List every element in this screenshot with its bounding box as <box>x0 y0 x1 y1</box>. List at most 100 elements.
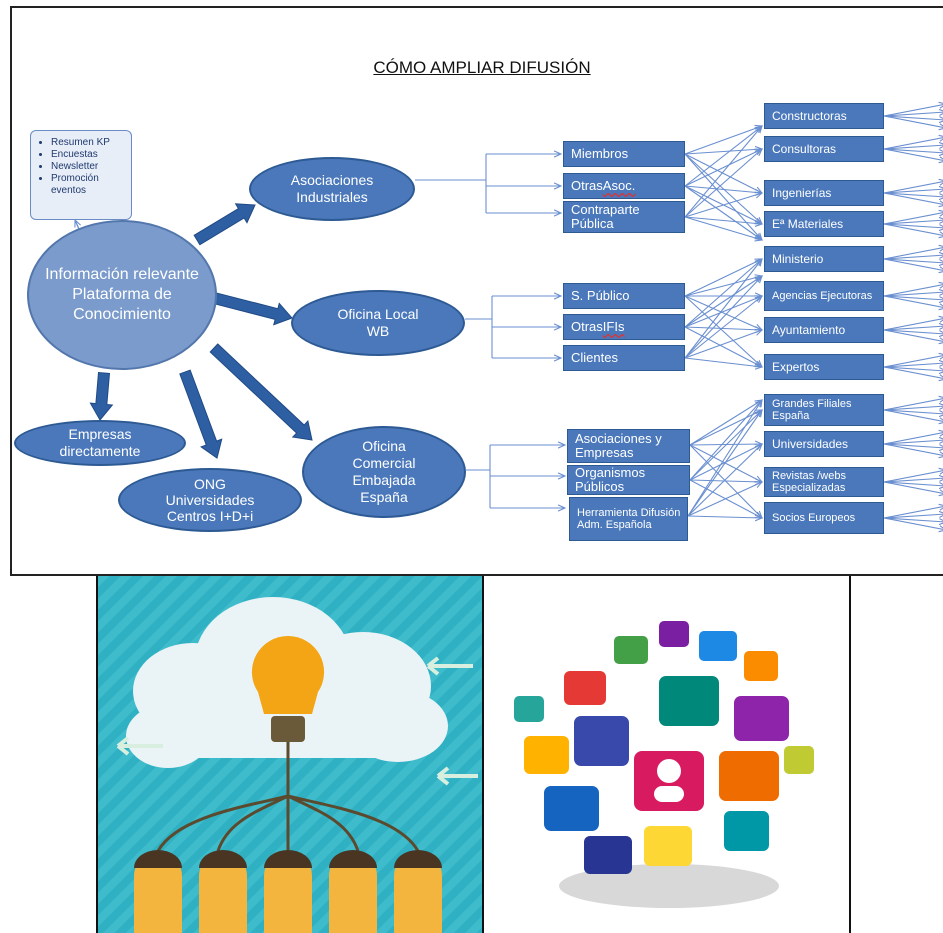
label-part: Otras <box>571 178 603 193</box>
target-universidades: Universidades <box>764 431 884 457</box>
outgoing-arrows-1 <box>883 148 943 153</box>
arrow-to-empresas <box>89 371 114 421</box>
outgoing-arrows-6 <box>883 326 943 331</box>
fan-group-1 <box>684 185 762 193</box>
hub-ong: ONG Universidades Centros I+D+i <box>118 468 302 532</box>
outgoing-arrows-9 <box>883 440 943 445</box>
fan-group-1 <box>684 216 762 240</box>
outgoing-arrows-6 <box>883 329 943 342</box>
label-part: Otras <box>571 319 603 334</box>
outgoing-arrows-0 <box>883 104 943 117</box>
fan-group-1 <box>684 153 762 240</box>
outgoing-arrows-10 <box>883 478 943 483</box>
fan-group-2 <box>684 276 762 328</box>
fan-group-2 <box>684 295 762 330</box>
target-ingenierias: Ingenierías <box>764 180 884 206</box>
fan-group-2 <box>684 259 762 297</box>
target-socios: Socios Europeos <box>764 502 884 534</box>
fan-group-3 <box>689 400 762 481</box>
outgoing-arrows-10 <box>883 470 943 483</box>
outgoing-arrows-0 <box>883 112 943 117</box>
outgoing-arrows-1 <box>883 137 943 150</box>
target-ministerio: Ministerio <box>764 246 884 272</box>
outgoing-arrows-8 <box>883 409 943 422</box>
outgoing-arrows-0 <box>883 115 943 120</box>
fan-group-1 <box>684 149 762 218</box>
outgoing-arrows-7 <box>883 366 943 371</box>
outgoing-arrows-11 <box>883 514 943 519</box>
target-grandes-filiales: Grandes Filiales España <box>764 394 884 426</box>
outgoing-arrows-9 <box>883 443 943 448</box>
outgoing-arrows-1 <box>883 145 943 150</box>
fan-group-2 <box>684 330 762 359</box>
cloud-lightbulb-icon <box>98 576 482 933</box>
hub-oficina-comercial: Oficina Comercial Embajada España <box>302 426 466 518</box>
outgoing-arrows-3 <box>883 223 943 228</box>
arrow-to-oficina-local <box>212 292 293 326</box>
fan-group-3 <box>689 410 762 446</box>
outgoing-arrows-2 <box>883 189 943 194</box>
connector-layer <box>12 8 943 576</box>
target-consultoras: Consultoras <box>764 136 884 162</box>
target-revistas: Revistas /webs Especializadas <box>764 467 884 497</box>
outgoing-arrows-2 <box>883 192 943 197</box>
outgoing-arrows-3 <box>883 223 943 236</box>
fan-group-2 <box>684 327 762 330</box>
target-expertos: Expertos <box>764 354 884 380</box>
fan-group-2 <box>684 326 762 367</box>
outgoing-arrows-11 <box>883 517 943 530</box>
social-media-bubbles-illustration <box>484 576 851 933</box>
outgoing-arrows-3 <box>883 212 943 225</box>
target-constructoras: Constructoras <box>764 103 884 129</box>
outgoing-arrows-8 <box>883 409 943 414</box>
target-agencias: Agencias Ejecutoras <box>764 281 884 311</box>
channel-organismos: Organismos Públicos <box>567 465 690 495</box>
callout-item: Encuestas <box>51 149 125 161</box>
outgoing-arrows-11 <box>883 517 943 522</box>
fan-group-3 <box>687 482 762 517</box>
outgoing-arrows-1 <box>883 148 943 161</box>
target-ayuntamiento: Ayuntamiento <box>764 317 884 343</box>
arrow-to-asociaciones <box>193 203 256 246</box>
fan-group-1 <box>684 126 762 155</box>
outgoing-arrows-3 <box>883 220 943 225</box>
outgoing-arrows-7 <box>883 366 943 379</box>
outgoing-arrows-2 <box>883 192 943 205</box>
target-materiales: Eª Materiales <box>764 211 884 237</box>
outgoing-arrows-11 <box>883 506 943 519</box>
fan-group-1 <box>684 153 762 193</box>
outgoing-arrows-6 <box>883 318 943 331</box>
fan-group-1 <box>684 126 762 187</box>
fan-group-1 <box>684 185 762 240</box>
fan-group-1 <box>684 149 762 155</box>
fan-group-3 <box>689 480 762 482</box>
outgoing-arrows-5 <box>883 292 943 297</box>
channel-miembros: Miembros <box>563 141 685 167</box>
outgoing-arrows-5 <box>883 295 943 308</box>
fan-group-3 <box>687 516 762 518</box>
outgoing-arrows-8 <box>883 406 943 411</box>
outgoing-arrows-7 <box>883 355 943 368</box>
hub-empresas: Empresas directamente <box>14 420 186 466</box>
outgoing-arrows-2 <box>883 181 943 194</box>
fan-group-2 <box>684 276 762 297</box>
callout-item: Resumen KP <box>51 137 125 149</box>
fan-group-1 <box>684 126 762 218</box>
arrow-to-oficina-comercial <box>209 343 313 441</box>
social-bubbles-icon <box>514 621 814 908</box>
outgoing-arrows-7 <box>883 363 943 368</box>
outgoing-arrows-4 <box>883 255 943 260</box>
outgoing-arrows-4 <box>883 258 943 271</box>
fan-group-3 <box>687 400 762 517</box>
arrow-to-ong <box>179 369 223 459</box>
hub-asociaciones-industriales: Asociaciones Industriales <box>249 157 415 221</box>
channel-otras-asoc: Otras Asoc. <box>563 173 685 199</box>
outgoing-arrows-9 <box>883 432 943 445</box>
fan-group-1 <box>684 193 762 218</box>
fan-group-2 <box>684 276 762 359</box>
channel-herramienta: Herramienta Difusión Adm. Española <box>569 497 688 541</box>
fan-group-3 <box>689 400 762 446</box>
label-part: Asoc. <box>602 178 636 193</box>
cloud-knowledge-illustration <box>96 576 484 933</box>
callout-item: Promoción eventos <box>51 173 125 197</box>
